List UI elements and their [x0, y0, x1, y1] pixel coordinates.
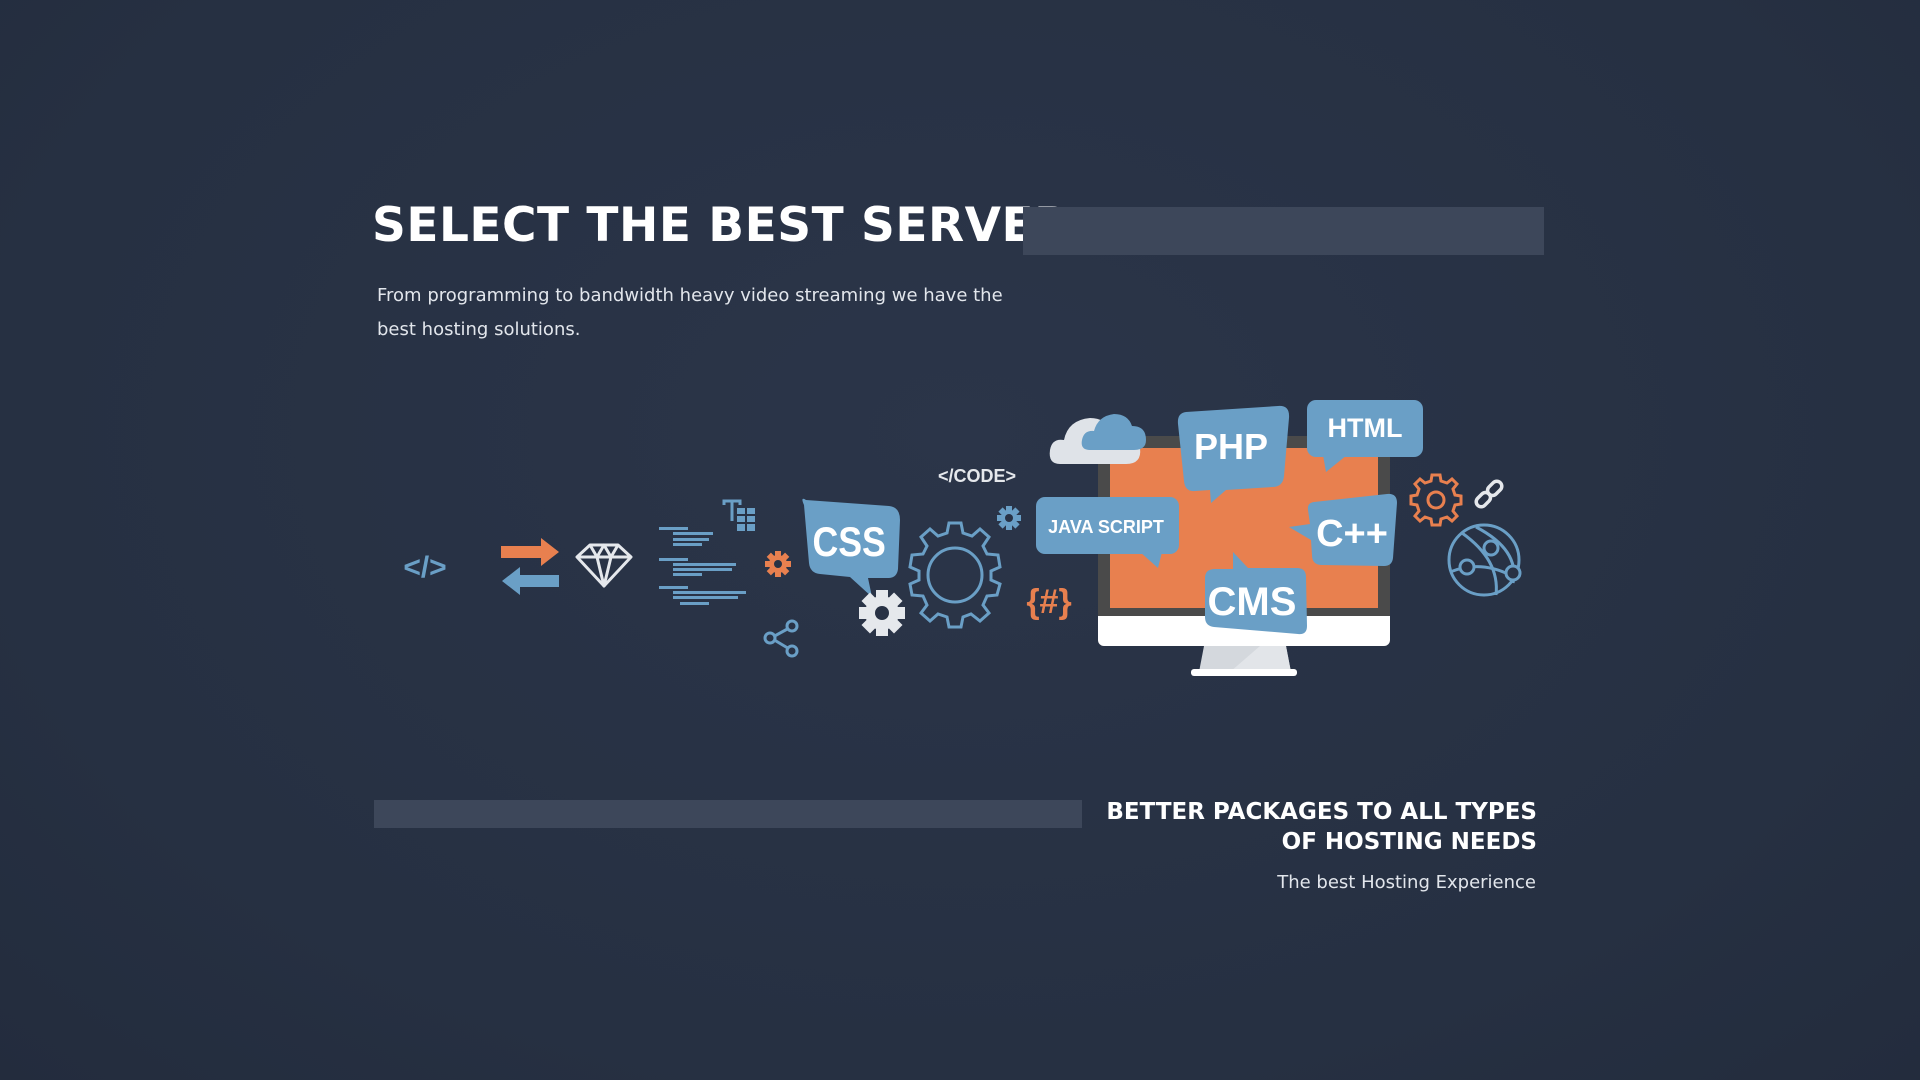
decorative-bar-bottom	[374, 800, 1082, 828]
svg-text:JAVA SCRIPT: JAVA SCRIPT	[1048, 517, 1164, 537]
gear-icon	[765, 551, 791, 577]
svg-text:CSS: CSS	[812, 519, 885, 565]
javascript-bubble: JAVA SCRIPT	[1036, 497, 1179, 568]
code-icon: </>	[403, 551, 446, 584]
cpp-bubble: C++	[1289, 493, 1397, 566]
svg-text:CMS: CMS	[1208, 580, 1297, 624]
packages-heading-line1: BETTER PACKAGES TO ALL TYPES	[1106, 799, 1537, 825]
text-table-icon	[722, 499, 755, 531]
svg-text:C++: C++	[1316, 513, 1388, 555]
gear-icon	[997, 506, 1021, 530]
gear-icon	[859, 590, 905, 636]
packages-heading-line2: OF HOSTING NEEDS	[1281, 829, 1537, 855]
svg-text:PHP: PHP	[1194, 426, 1268, 467]
cloud-icon	[1049, 414, 1146, 464]
hero-description: From programming to bandwidth heavy vide…	[377, 285, 1003, 340]
transfer-arrows-icon	[501, 538, 559, 595]
page-title: SELECT THE BEST SERVER	[372, 198, 1071, 253]
decorative-bar-top	[1023, 207, 1544, 255]
packages-heading: BETTER PACKAGES TO ALL TYPES OF HOSTING …	[1017, 797, 1537, 857]
svg-text:</>: </>	[403, 551, 446, 584]
diamond-icon	[575, 543, 633, 588]
html-bubble: HTML	[1307, 400, 1423, 472]
share-icon	[763, 619, 799, 658]
svg-text:HTML: HTML	[1328, 413, 1403, 443]
gear-outline-icon	[1409, 473, 1463, 527]
gear-outline-icon	[908, 521, 1002, 629]
text-lines-icon	[659, 527, 746, 605]
packages-subtext: The best Hosting Experience	[1277, 872, 1536, 893]
cms-bubble: CMS	[1205, 552, 1307, 635]
link-icon	[1474, 479, 1504, 509]
css-bubble: CSS	[802, 498, 900, 597]
monitor-icon	[1098, 436, 1390, 676]
php-bubble: PHP	[1177, 405, 1290, 503]
code-tag-label: </CODE>	[938, 466, 1016, 486]
hash-icon: {#}	[1026, 583, 1071, 621]
globe-network-icon	[1447, 523, 1522, 597]
